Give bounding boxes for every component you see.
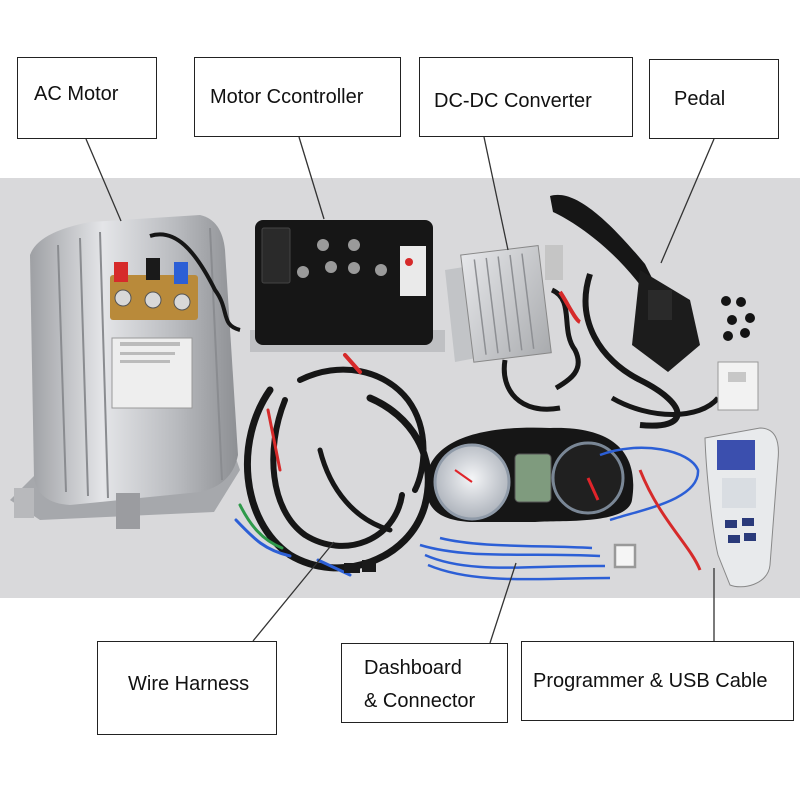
label-ac-motor-text: AC Motor [34, 83, 119, 105]
label-dashboard-text: Dashboard [364, 657, 462, 679]
label-wire-harness: Wire Harness [97, 641, 277, 735]
label-dcdc-converter-text: DC-DC Converter [434, 90, 592, 112]
label-motor-controller-text: Motor Ccontroller [210, 86, 364, 108]
label-programmer-usb-cable: Programmer & USB Cable [521, 641, 794, 721]
label-pedal-text: Pedal [674, 88, 726, 110]
label-programmer-text: Programmer & USB Cable [533, 670, 768, 692]
wire-harness-image [234, 353, 432, 577]
label-motor-controller: Motor Ccontroller [194, 57, 401, 137]
motor-controller-image [250, 220, 445, 352]
dcdc-converter-image [445, 244, 582, 412]
leader-lines [85, 136, 715, 644]
label-dashboard-connector: Dashboard & Connector [341, 643, 508, 723]
label-pedal: Pedal [649, 59, 779, 139]
label-ac-motor: AC Motor [17, 57, 157, 139]
programmer-image [599, 427, 779, 588]
ac-motor-image [10, 215, 241, 529]
dashboard-connector-image [419, 536, 637, 581]
pedal-image [550, 194, 759, 429]
label-wire-harness-text: Wire Harness [128, 673, 250, 695]
label-connector-text: & Connector [364, 690, 476, 712]
label-dcdc-converter: DC-DC Converter [419, 57, 633, 137]
dashboard-image [425, 427, 634, 522]
